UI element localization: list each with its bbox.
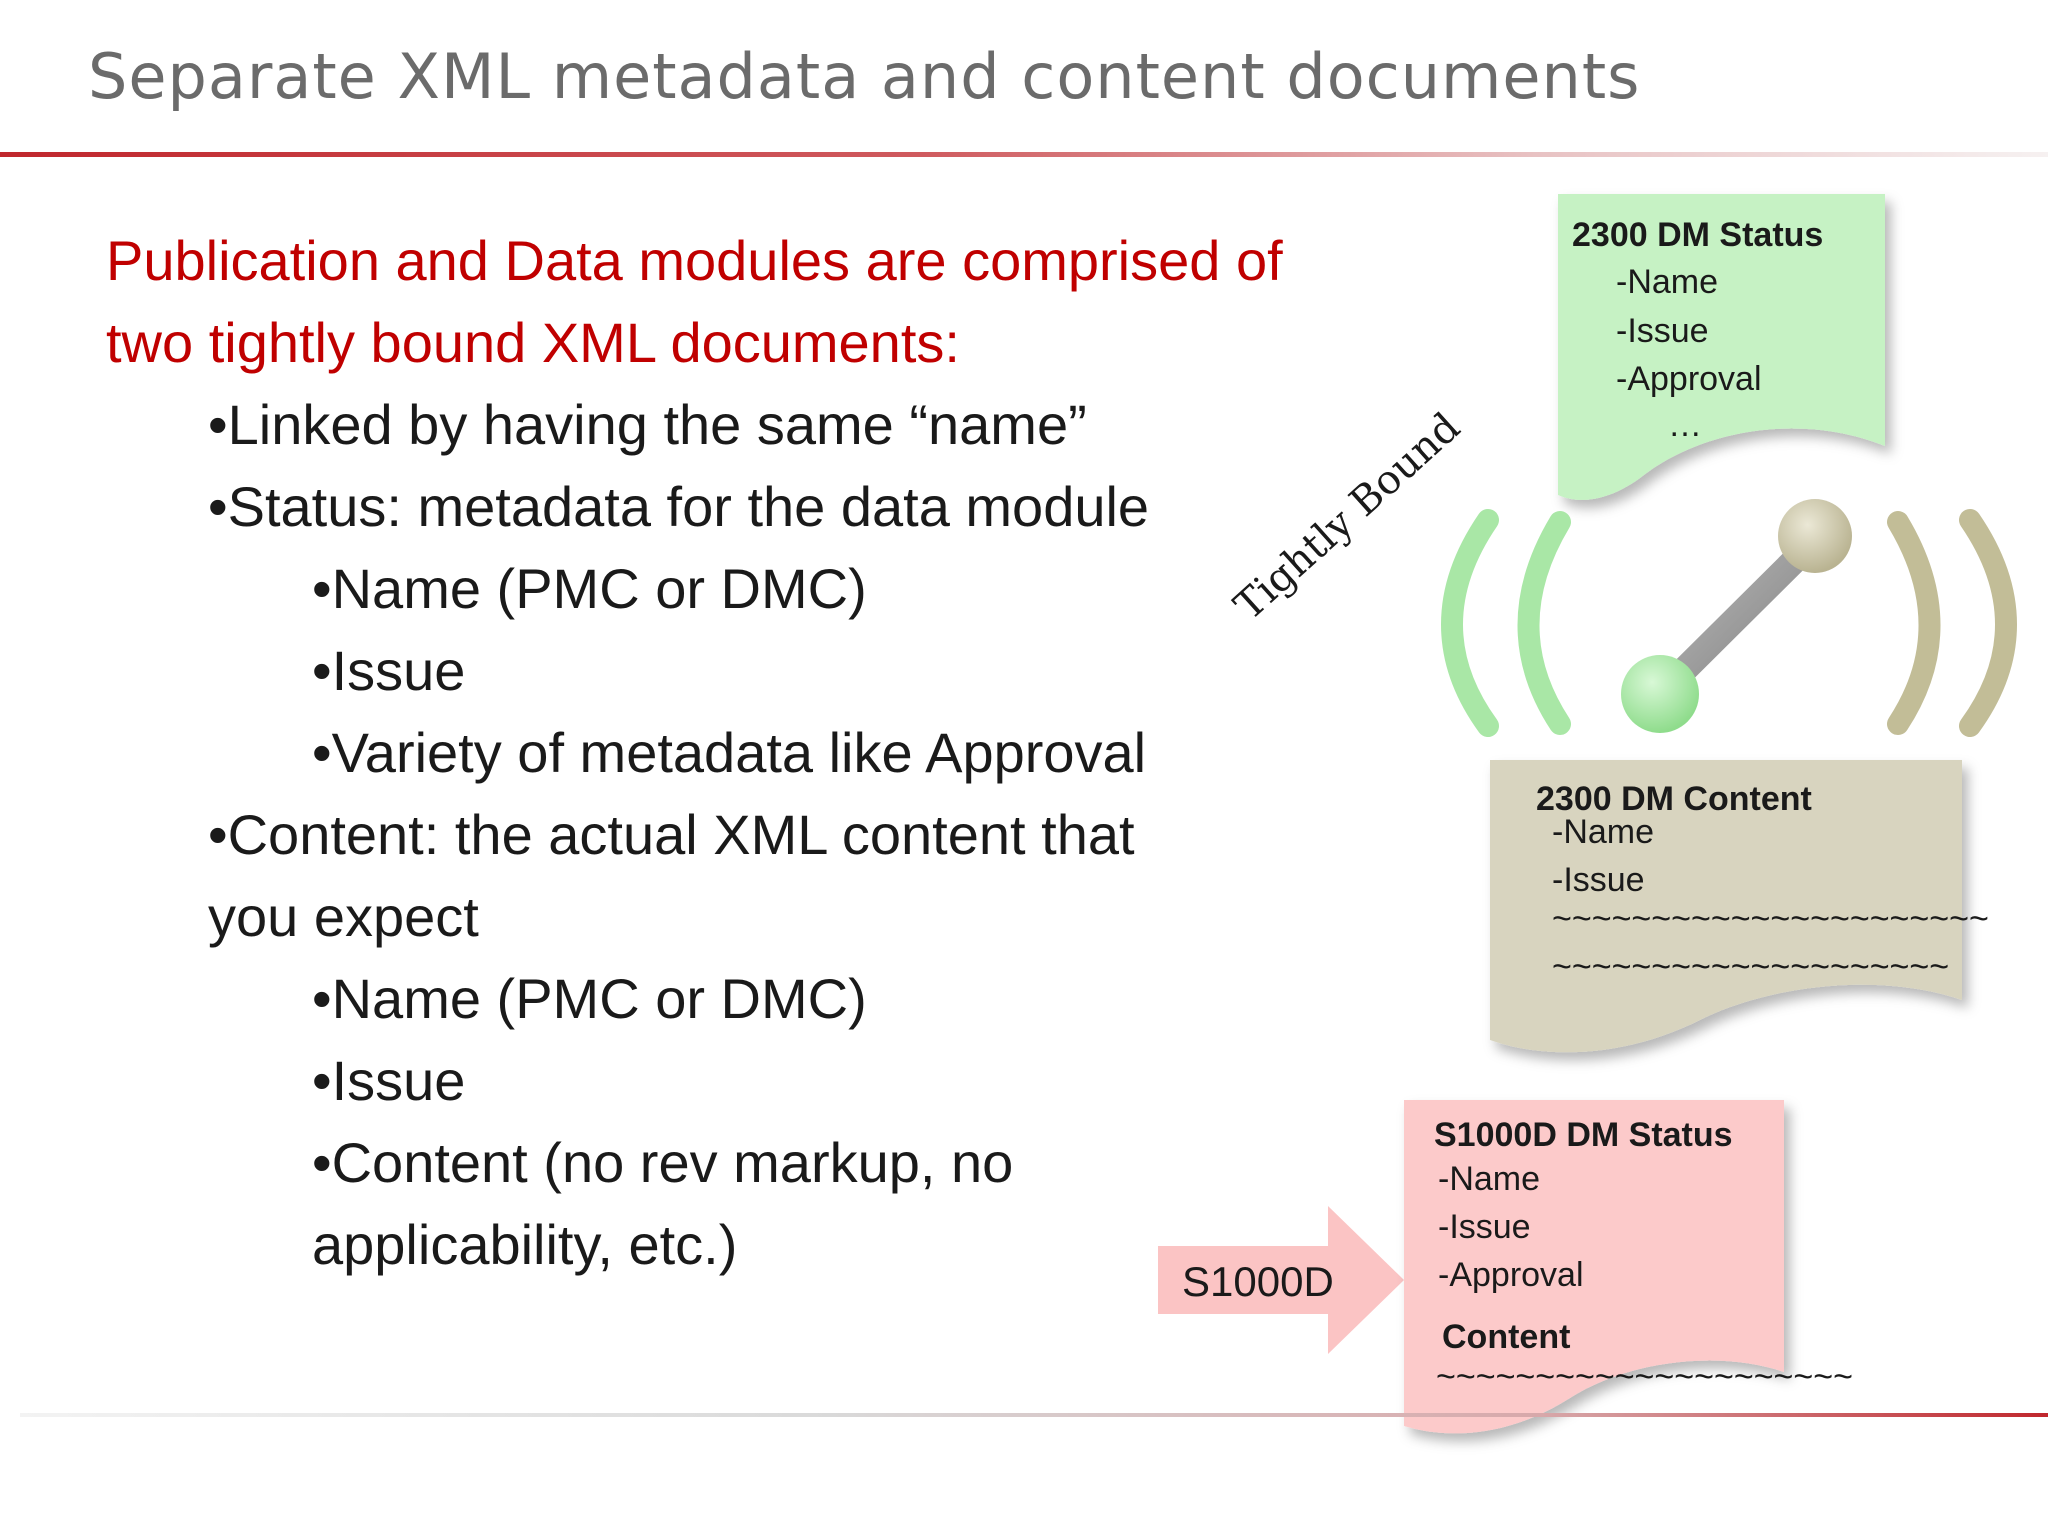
link-rod [1651,527,1828,703]
s1000d-arrow-label: S1000D [1182,1258,1334,1305]
status-document-line-name: -Name [1616,263,1718,301]
bullet-content-continued: you expect [208,885,479,948]
status-document-line-issue: -Issue [1616,312,1709,350]
bullet-status-name: •Name (PMC or DMC) [312,557,867,620]
content-document-line-issue: -Issue [1552,861,1645,899]
content-document-line-name: -Name [1552,813,1654,851]
bullet-content-issue: •Issue [312,1049,466,1112]
status-document-line-more: … [1668,406,1702,444]
link-ball-tan [1778,499,1852,573]
link-graphic [1441,499,2017,737]
content-document: 2300 DM Content -Name -Issue ~~~~~~~~~~~… [1490,760,1989,1053]
content-document-line-squiggle-2: ~~~~~~~~~~~~~~~~~~~~ [1552,948,1949,986]
content-document-title: 2300 DM Content [1536,780,1812,818]
s1000d-document-content-title: Content [1442,1318,1570,1356]
status-document-shape [1558,194,1885,500]
content-document-line-squiggle-1: ~~~~~~~~~~~~~~~~~~~~~~ [1552,900,1989,938]
tightly-bound-label: Tightly Bound [1226,404,1469,629]
right-paren-inner [1887,511,1941,735]
s1000d-arrow-shape [1158,1206,1404,1354]
right-paren-outer [1959,509,2017,737]
bullet-content-content: •Content (no rev markup, no [312,1131,1014,1194]
bullet-content-content-continued: applicability, etc.) [312,1213,738,1276]
bullet-content: •Content: the actual XML content that [208,803,1135,866]
s1000d-document-shape [1404,1100,1784,1434]
bullet-linked: •Linked by having the same “name” [208,393,1087,456]
bullet-content-name: •Name (PMC or DMC) [312,967,867,1030]
link-ball-green [1621,655,1699,733]
left-paren-outer [1441,509,1499,737]
status-document-title: 2300 DM Status [1572,216,1823,254]
slide-title: Separate XML metadata and content docume… [88,40,1641,113]
lead-paragraph: Publication and Data modules are compris… [106,229,1283,374]
s1000d-document: S1000D DM Status -Name -Issue -Approval … [1404,1100,1853,1434]
status-document-line-approval: -Approval [1616,360,1762,398]
footer-divider [20,1413,2048,1417]
s1000d-document-line-issue: -Issue [1438,1208,1531,1246]
bullet-status: •Status: metadata for the data module [208,475,1150,538]
left-paren-inner [1517,511,1571,735]
title-divider [0,152,2048,157]
content-document-shape [1490,760,1962,1053]
bullet-status-variety: •Variety of metadata like Approval [312,721,1147,784]
s1000d-arrow: S1000D [1158,1206,1404,1354]
s1000d-document-line-approval: -Approval [1438,1256,1584,1294]
s1000d-document-line-name: -Name [1438,1160,1540,1198]
s1000d-document-title: S1000D DM Status [1434,1116,1733,1154]
slide-body: Publication and Data modules are compris… [106,220,1356,1286]
status-document: 2300 DM Status -Name -Issue -Approval … [1558,194,1885,500]
s1000d-document-content-line: ~~~~~~~~~~~~~~~~~~~~~ [1436,1358,1853,1396]
bullet-status-issue: •Issue [312,639,466,702]
